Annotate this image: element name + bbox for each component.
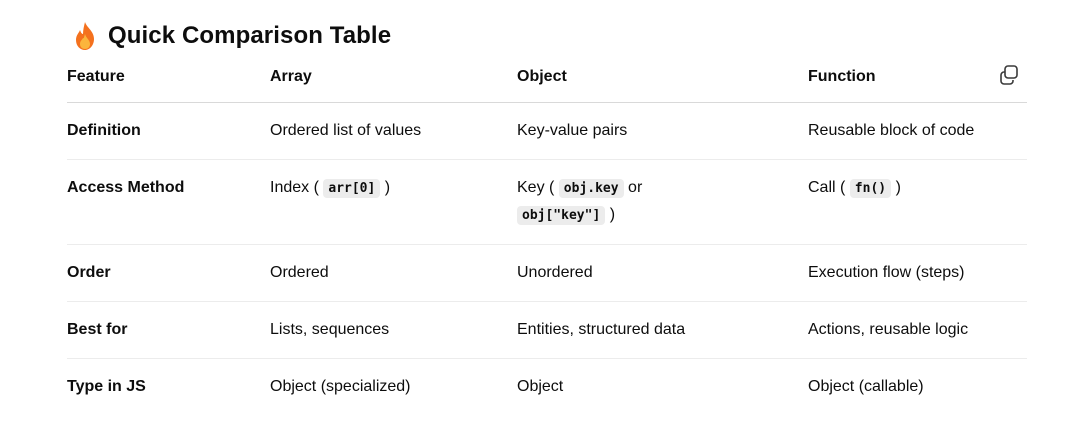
cell-text: ) xyxy=(384,179,391,196)
cell-text: or xyxy=(628,179,643,196)
table-cell: Key ( obj.key or obj["key"] ) xyxy=(517,159,808,245)
table-header-row: Feature Array Object Function xyxy=(67,58,1027,103)
table-cell: Ordered list of values xyxy=(270,102,517,160)
table-row: Definition Ordered list of values Key-va… xyxy=(67,102,1027,160)
row-label: Order xyxy=(67,244,270,302)
inline-code: fn() xyxy=(849,179,892,198)
column-header-object: Object xyxy=(517,58,808,103)
cell-text: ) xyxy=(895,179,901,196)
inline-code: obj["key"] xyxy=(517,206,606,225)
column-header-function: Function xyxy=(808,58,1027,103)
cell-text: Key ( xyxy=(517,179,555,196)
table-cell: Lists, sequences xyxy=(270,301,517,359)
table-cell: Ordered xyxy=(270,244,517,302)
cell-text: ) xyxy=(609,206,616,223)
table-cell: Actions, reusable logic xyxy=(808,301,1027,359)
table-cell: Key-value pairs xyxy=(517,102,808,160)
cell-text: Call ( xyxy=(808,179,846,196)
inline-code: arr[0] xyxy=(323,179,381,198)
table-cell: Object xyxy=(517,378,564,395)
table-row: Type in JS Object (specialized) Object O… xyxy=(67,359,1027,416)
table-cell: Call ( fn() ) xyxy=(808,159,1027,245)
table-cell: Object (specialized) xyxy=(270,378,411,395)
row-label: Definition xyxy=(67,102,270,160)
page-title: Quick Comparison Table xyxy=(108,22,392,49)
table-row: Best for Lists, sequences Entities, stru… xyxy=(67,301,1027,359)
row-label: Access Method xyxy=(67,159,270,245)
cell-text: Index ( xyxy=(270,179,319,196)
table-cell: Reusable block of code xyxy=(808,102,1027,160)
inline-code: obj.key xyxy=(558,179,624,198)
comparison-table: Feature Array Object Function Definition… xyxy=(67,58,1027,415)
table-cell: Index ( arr[0] ) xyxy=(270,159,517,245)
table-cell: Unordered xyxy=(517,244,808,302)
table-cell: Entities, structured data xyxy=(517,301,808,359)
table-cell: Execution flow (steps) xyxy=(808,244,1027,302)
row-label: Best for xyxy=(67,301,270,359)
fire-icon xyxy=(76,22,94,50)
section-heading: Quick Comparison Table xyxy=(72,18,391,54)
table-cell: Object (callable) xyxy=(808,378,924,395)
row-label: Type in JS xyxy=(67,378,146,395)
column-header-feature: Feature xyxy=(67,58,270,103)
column-header-array: Array xyxy=(270,58,517,103)
table-row: Order Ordered Unordered Execution flow (… xyxy=(67,244,1027,302)
table-row: Access Method Index ( arr[0] ) Key ( obj… xyxy=(67,159,1027,245)
